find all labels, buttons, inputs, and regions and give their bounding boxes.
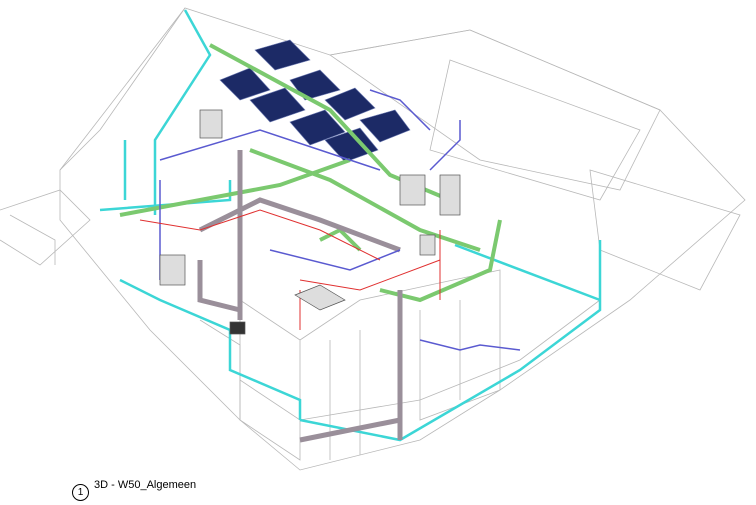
solar-panels	[219, 39, 411, 163]
drain-pipes	[159, 89, 521, 351]
cold-water-pipes	[99, 9, 602, 442]
ducts	[197, 150, 403, 443]
equipment	[159, 109, 461, 335]
view-title: 3D - W50_Algemeen	[94, 479, 197, 491]
hot-water-pipes	[139, 209, 441, 330]
view-number-bubble: 1	[72, 484, 89, 501]
